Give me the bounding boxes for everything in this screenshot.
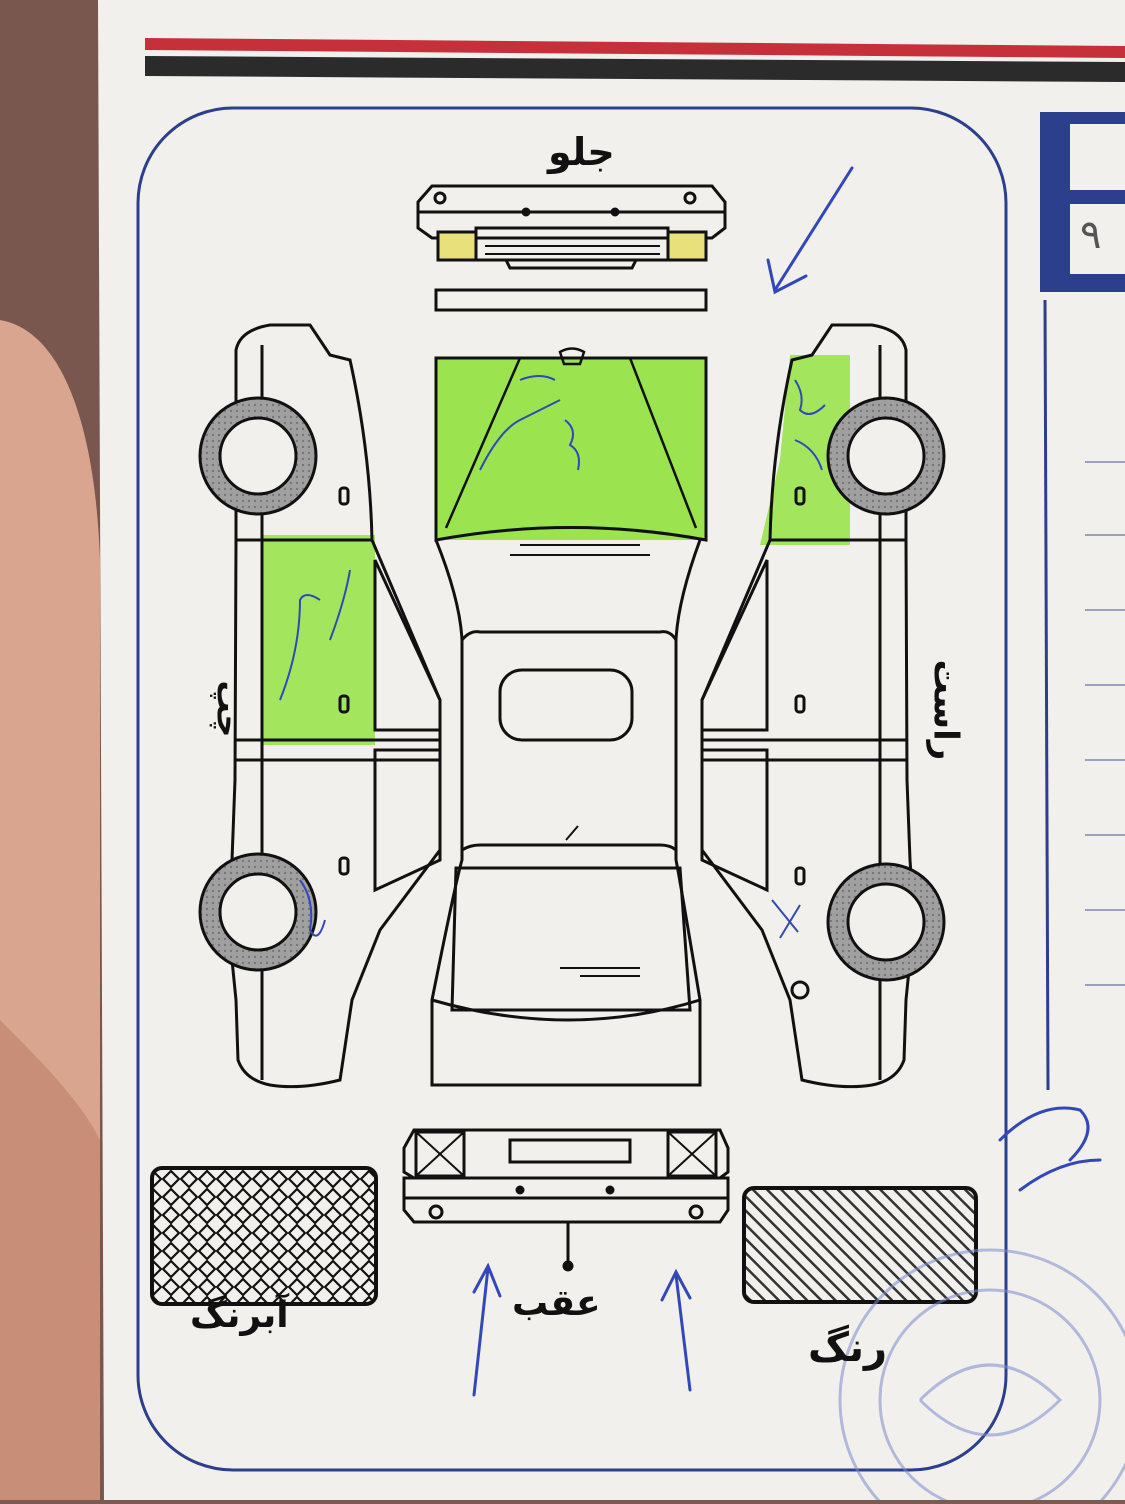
front-bumper — [416, 184, 727, 312]
stamp — [838, 1248, 1125, 1504]
header-stripe-dark — [145, 56, 1125, 82]
right-rear-wheel — [826, 862, 946, 982]
paint-swatch — [742, 1186, 978, 1304]
hood-handwriting — [479, 375, 580, 471]
label-putty: آبرنگ — [190, 1295, 289, 1336]
side-table-digit: ۹ — [1080, 212, 1102, 258]
side-table-lines — [1085, 461, 1125, 986]
rear-bumper — [402, 1128, 730, 1272]
left-front-wheel — [198, 396, 318, 516]
diagram-frame — [136, 106, 1008, 1472]
roof-view — [430, 539, 702, 1087]
label-right: راست — [925, 659, 966, 761]
left-side-car — [198, 323, 442, 1089]
label-rear: عقب — [512, 1283, 601, 1324]
hood — [434, 347, 708, 542]
putty-swatch — [150, 1166, 378, 1306]
left-rear-wheel — [198, 852, 318, 972]
right-fender-handwriting — [771, 379, 826, 939]
pen-arrows — [472, 166, 1102, 1397]
card — [98, 0, 1125, 1500]
right-side-car — [700, 323, 946, 1089]
label-front: جلو — [548, 130, 615, 174]
left-door-handwriting — [279, 569, 351, 937]
label-paint: رنگ — [808, 1325, 888, 1371]
right-front-wheel — [826, 396, 946, 516]
header-stripe-red — [145, 38, 1125, 58]
label-left: چپ — [209, 680, 248, 738]
